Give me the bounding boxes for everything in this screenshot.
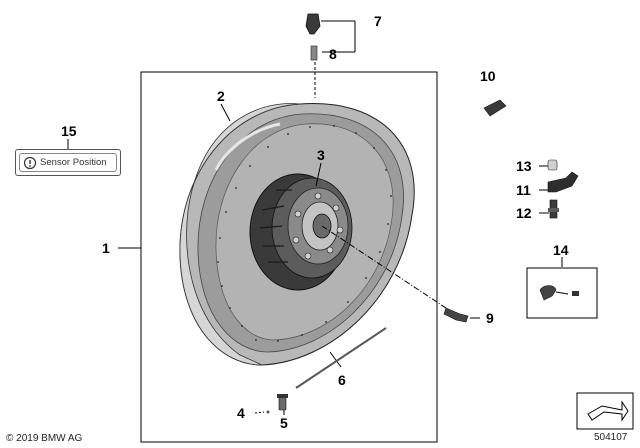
callout-13[interactable]: 13: [516, 158, 532, 174]
sensor-holder-part[interactable]: [547, 159, 579, 219]
warning-circle-icon: [23, 156, 37, 169]
callout-7[interactable]: 7: [374, 13, 382, 29]
wheel-hub[interactable]: [249, 173, 353, 291]
copyright-text: © 2019 BMW AG: [6, 433, 83, 444]
callout-6[interactable]: 6: [338, 372, 346, 388]
callout-8[interactable]: 8: [329, 46, 337, 62]
callout-2[interactable]: 2: [217, 88, 225, 104]
sensor-position-badge: Sensor Position: [19, 153, 117, 172]
washer-part[interactable]: [266, 410, 270, 414]
valve-cap-part[interactable]: [305, 13, 321, 35]
navigation-arrow-icon[interactable]: [576, 392, 634, 430]
callout-9[interactable]: 9: [486, 310, 494, 326]
weight-part[interactable]: [483, 99, 507, 117]
valve-part[interactable]: [310, 45, 318, 61]
callout-15[interactable]: 15: [61, 123, 77, 139]
callout-4[interactable]: 4: [237, 405, 245, 421]
callout-10[interactable]: 10: [480, 68, 496, 84]
axle-bolt-part[interactable]: [443, 307, 469, 323]
image-id-text: 504107: [594, 432, 628, 443]
balance-rod-part[interactable]: [295, 327, 387, 389]
sensor-kit-part[interactable]: [539, 285, 579, 301]
assembly-frame: [140, 71, 438, 443]
callout-3[interactable]: 3: [317, 147, 325, 163]
callout-5[interactable]: 5: [280, 415, 288, 431]
callout-11[interactable]: 11: [516, 182, 531, 198]
callout-1[interactable]: 1: [102, 240, 110, 256]
screw-part[interactable]: [277, 394, 288, 411]
sensor-position-label[interactable]: Sensor Position: [15, 149, 121, 176]
callout-14[interactable]: 14: [553, 242, 569, 258]
sensor-position-text: Sensor Position: [40, 157, 107, 168]
callout-12[interactable]: 12: [516, 205, 532, 221]
